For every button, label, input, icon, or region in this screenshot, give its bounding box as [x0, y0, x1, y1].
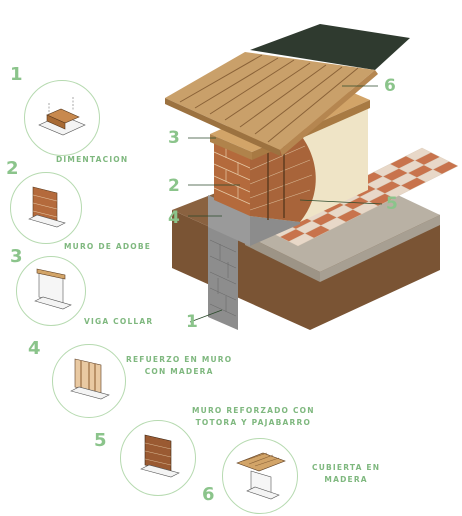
floor-slab-edge-right: [320, 215, 440, 282]
wood-roof-icon: [236, 452, 286, 500]
stone-plinth: [208, 195, 250, 246]
roof-plank-lines: [179, 54, 359, 143]
adobe-wall-front: [214, 140, 250, 216]
step-5-number: 5: [94, 430, 107, 451]
step-6-number: 6: [202, 484, 215, 505]
step-3-circle: [16, 256, 86, 326]
roof-edge: [165, 98, 280, 156]
step-6-circle: [222, 438, 298, 514]
collar-beam-side: [210, 134, 252, 160]
step-2-circle: [10, 172, 82, 244]
callout-leaders: [188, 85, 383, 323]
callout-2: 2: [168, 176, 180, 196]
step-1-number: 1: [10, 64, 23, 85]
floor-slab-edge: [245, 235, 320, 282]
wood-reinforcement: [267, 143, 285, 220]
stone-joints: [209, 239, 237, 317]
adobe-wall-icon: [28, 186, 66, 228]
step-2-number: 2: [6, 158, 19, 179]
wall-cutaway-illustration: [165, 24, 459, 330]
roof-planks: [165, 52, 375, 150]
step-3-number: 3: [10, 246, 23, 267]
adobe-interior-joints: [249, 145, 313, 211]
callout-6: 6: [384, 76, 396, 96]
step-4-circle: [52, 344, 126, 418]
wall-reinforcement-icon: [70, 358, 110, 400]
step-1-circle: [24, 80, 100, 156]
callout-3: 3: [168, 128, 180, 148]
step-2-caption: MURO DE ADOBE: [64, 242, 152, 251]
roof-fascia: [280, 70, 378, 156]
callout-4: 4: [168, 208, 180, 228]
floor-slab: [245, 182, 440, 272]
adobe-wall-interior: [250, 134, 316, 222]
soil-block: [172, 210, 440, 330]
adobe-joints: [213, 146, 251, 205]
step-4-number: 4: [28, 338, 41, 359]
callout-1: 1: [186, 312, 198, 332]
reinforced-wall-icon: [140, 434, 180, 478]
floor-tile: [432, 161, 459, 175]
foundation-icon: [38, 97, 86, 136]
step-3-caption: VIGA COLLAR: [84, 317, 154, 326]
roof-dark-top: [250, 24, 410, 70]
step-1-caption: DIMENTACION: [56, 155, 129, 164]
collar-beam-icon: [34, 268, 72, 310]
stone-foundation: [208, 225, 238, 330]
callout-5: 5: [386, 194, 398, 214]
step-5-circle: [120, 420, 196, 496]
